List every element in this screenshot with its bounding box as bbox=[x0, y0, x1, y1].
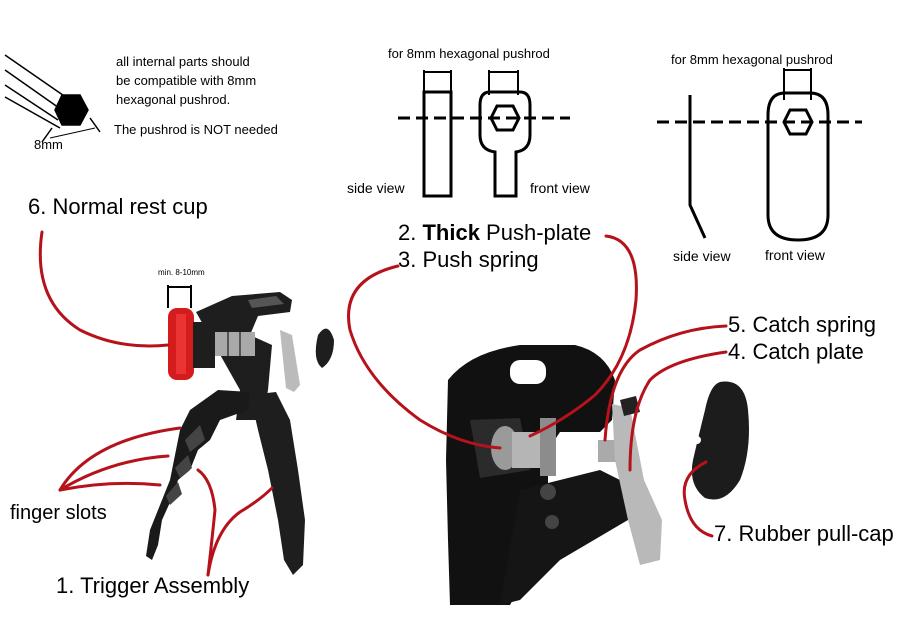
label-push-plate-num: 2. bbox=[398, 220, 423, 245]
front-view-label-2: front view bbox=[765, 247, 825, 263]
callout-7 bbox=[682, 460, 714, 538]
front-view-label-1: front view bbox=[530, 180, 590, 196]
side-view-label-2: side view bbox=[673, 248, 731, 264]
label-push-plate: 2. Thick Push-plate bbox=[398, 220, 591, 246]
min-gap-dimension bbox=[167, 285, 192, 308]
catch-plate-side-view bbox=[688, 95, 707, 239]
label-finger-slots: finger slots bbox=[10, 502, 107, 524]
catch-plate-dimension bbox=[783, 68, 812, 100]
tool-closeup-photo bbox=[446, 345, 662, 605]
rubber-pull-cap-photo bbox=[691, 381, 749, 500]
pushrod-label-1: for 8mm hexagonal pushrod bbox=[388, 46, 550, 61]
label-normal-rest-cup: 6. Normal rest cup bbox=[28, 194, 208, 219]
callout-6 bbox=[38, 230, 170, 348]
callout-4 bbox=[628, 350, 728, 472]
label-push-plate-bold: Thick bbox=[422, 220, 480, 245]
note-line-3: hexagonal pushrod. bbox=[116, 92, 231, 107]
callout-2 bbox=[528, 234, 638, 438]
push-plate-side-view bbox=[422, 90, 453, 198]
callout-finger-3 bbox=[58, 481, 162, 492]
note-line-1: all internal parts should bbox=[116, 54, 250, 69]
label-push-spring: 3. Push spring bbox=[398, 247, 539, 272]
push-plate-front-view bbox=[478, 90, 532, 198]
hex-pushrod-sketch bbox=[4, 54, 101, 143]
label-min-gap: min. 8-10mm bbox=[158, 268, 205, 277]
callout-1a bbox=[196, 468, 217, 577]
note-pushrod-not-needed: The pushrod is NOT needed bbox=[114, 122, 278, 137]
note-line-2: be compatible with 8mm bbox=[116, 73, 257, 88]
callout-5 bbox=[603, 324, 728, 442]
dim-8mm-label: 8mm bbox=[34, 137, 63, 152]
callout-finger-1 bbox=[58, 426, 182, 492]
callout-3 bbox=[347, 264, 502, 450]
label-catch-plate: 4. Catch plate bbox=[728, 339, 864, 364]
callout-finger-2 bbox=[58, 454, 170, 492]
catch-plate-front-view bbox=[766, 91, 830, 242]
callout-lines bbox=[38, 230, 728, 577]
side-view-label-1: side view bbox=[347, 180, 405, 196]
label-trigger-assembly: 1. Trigger Assembly bbox=[56, 573, 250, 598]
label-push-plate-rest: Push-plate bbox=[479, 220, 592, 245]
label-rubber-pull-cap: 7. Rubber pull-cap bbox=[714, 521, 894, 546]
tool-assembled-photo bbox=[146, 292, 334, 575]
label-catch-spring: 5. Catch spring bbox=[728, 312, 876, 337]
pushrod-label-2: for 8mm hexagonal pushrod bbox=[671, 52, 833, 67]
callout-1b bbox=[206, 486, 274, 577]
